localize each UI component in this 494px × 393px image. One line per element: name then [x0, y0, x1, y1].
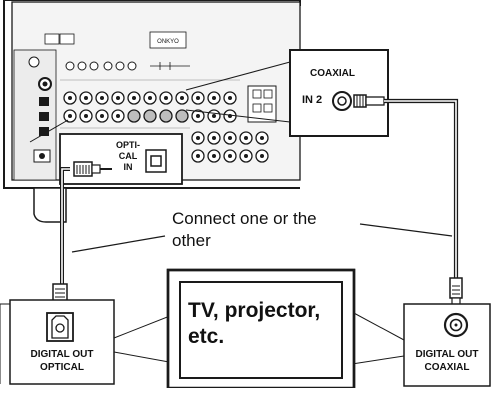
left-strip-jacks: [28, 56, 52, 163]
receiver-rear-panel: ONKYO: [3, 0, 301, 223]
digital-out-coaxial-box: [351, 303, 491, 387]
coaxial-label: COAXIAL: [310, 68, 355, 79]
coaxial-connector-icon: [443, 312, 469, 338]
digital-out-coaxial-label: DIGITAL OUT COAXIAL: [415, 349, 479, 373]
caption-leader-lines: [71, 223, 453, 253]
component-video-jacks: [65, 61, 137, 71]
optical-in-label: OPTI- CAL IN: [116, 140, 140, 172]
coaxial-in-2-label: IN 2: [302, 94, 323, 106]
digital-out-optical-box: [0, 299, 181, 385]
connection-caption: Connect one or the other: [172, 209, 317, 250]
coaxial-in-callout: [185, 49, 389, 137]
tv-projector-label: TV, projector, etc.: [188, 299, 321, 348]
digital-out-optical-label: DIGITAL OUT OPTICAL: [30, 349, 94, 373]
tv-device: [166, 268, 356, 390]
brand-badge: ONKYO: [157, 39, 179, 45]
optical-connector-icon: [46, 312, 74, 342]
